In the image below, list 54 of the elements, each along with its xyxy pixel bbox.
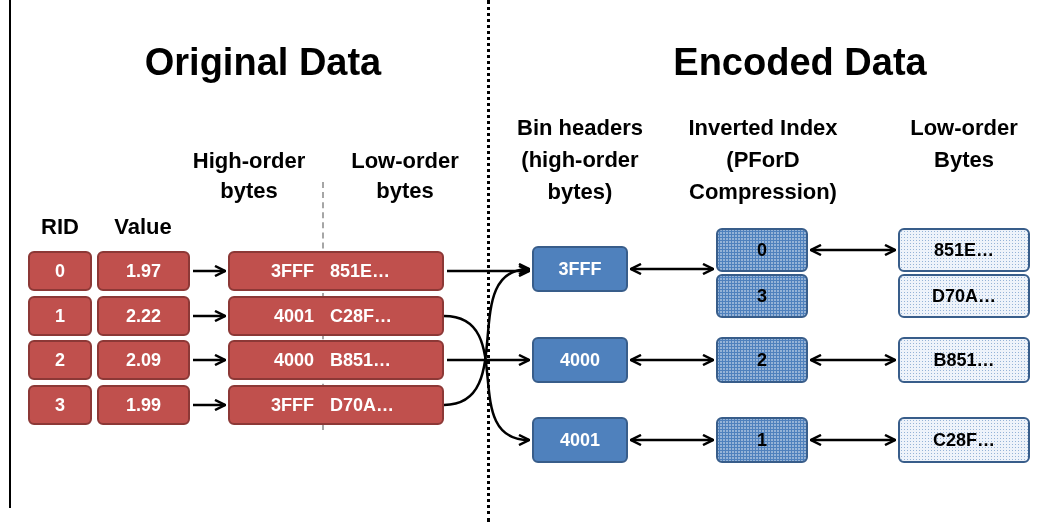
data-cell: 0	[28, 251, 92, 291]
arrow	[193, 309, 227, 323]
arrow	[193, 398, 227, 412]
split-byte-box	[228, 251, 444, 291]
arrow	[629, 433, 715, 447]
bin-header-box: 4000	[532, 337, 628, 383]
low-order-box: B851…	[898, 337, 1030, 383]
byte-text: 3FFF	[270, 259, 315, 283]
bin-header-box: 3FFF	[532, 246, 628, 292]
data-cell: 3	[28, 385, 92, 425]
byte-text: 4000	[272, 348, 315, 372]
index-box: 3	[716, 274, 808, 318]
column-header: Low-order Bytes	[909, 114, 1019, 174]
data-cell: 1.97	[97, 251, 190, 291]
arrow	[443, 314, 531, 445]
arrow	[809, 353, 897, 367]
data-cell: 2.22	[97, 296, 190, 336]
section-heading: Encoded Data	[672, 40, 928, 85]
data-cell: 2	[28, 340, 92, 380]
low-order-box: D70A…	[898, 274, 1030, 318]
column-header: Bin headers (high-order bytes)	[516, 114, 644, 206]
section-heading: Original Data	[143, 40, 383, 85]
byte-text: 4001	[272, 304, 315, 328]
arrow	[629, 262, 715, 276]
data-cell: 1.99	[97, 385, 190, 425]
arrow	[443, 264, 531, 407]
column-header: High-order bytes	[191, 147, 307, 205]
arrow	[447, 353, 531, 367]
byte-text: 3FFF	[270, 393, 315, 417]
arrow	[809, 433, 897, 447]
byte-text: C28F…	[329, 304, 392, 328]
arrow	[193, 264, 227, 278]
low-order-box: 851E…	[898, 228, 1030, 272]
split-byte-box	[228, 385, 444, 425]
low-order-box: C28F…	[898, 417, 1030, 463]
byte-text: 851E…	[329, 259, 391, 283]
arrow	[629, 353, 715, 367]
arrow	[447, 264, 531, 278]
column-header: Value	[113, 213, 173, 241]
byte-text: B851…	[329, 348, 392, 372]
column-header: Low-order bytes	[350, 147, 460, 205]
column-header: Inverted Index (PForD Compression)	[687, 114, 839, 206]
data-cell: 2.09	[97, 340, 190, 380]
index-box: 2	[716, 337, 808, 383]
split-byte-box	[228, 340, 444, 380]
arrow	[809, 243, 897, 257]
byte-text: D70A…	[329, 393, 395, 417]
index-box: 0	[716, 228, 808, 272]
bin-header-box: 4001	[532, 417, 628, 463]
index-box: 1	[716, 417, 808, 463]
data-cell: 1	[28, 296, 92, 336]
arrow	[193, 353, 227, 367]
column-header: RID	[40, 213, 80, 241]
split-byte-box	[228, 296, 444, 336]
